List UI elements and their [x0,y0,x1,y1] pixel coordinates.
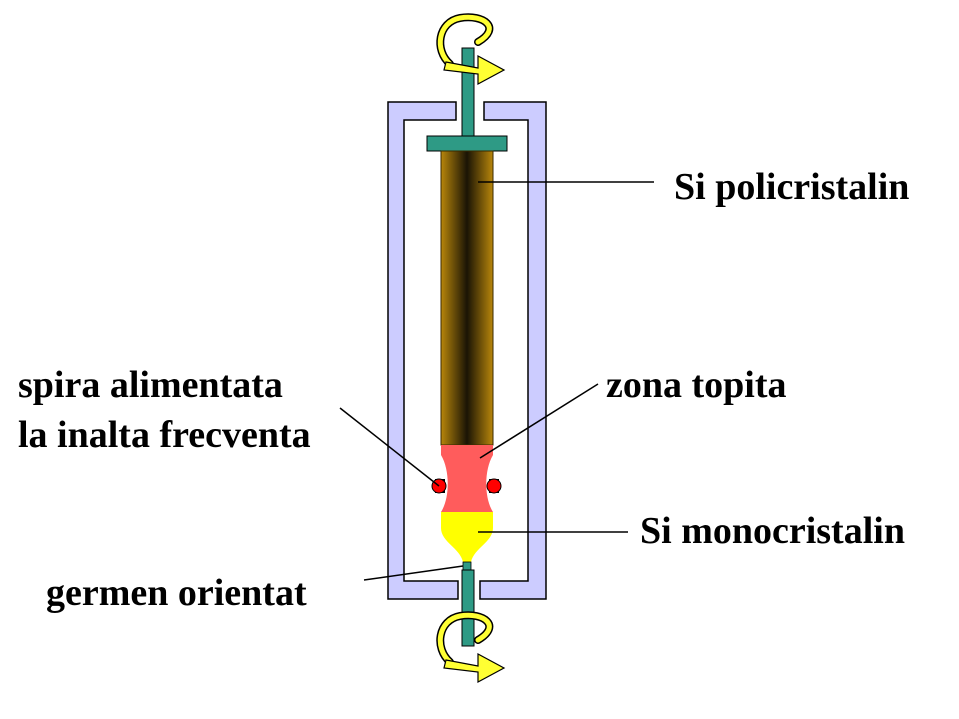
chamber-wall-left [387,101,459,600]
label-coil-line1: spira alimentata [18,364,283,406]
label-coil-line2: la inalta frecventa [18,414,311,456]
rf-coil [431,478,502,494]
chamber-wall-right [479,101,547,600]
label-seed: germen orientat [46,572,307,614]
upper-shaft [461,47,475,139]
rotation-arrow-bottom-icon [436,611,506,684]
leader-coil [339,407,440,487]
seed-crystal [462,561,472,571]
molten-zone [441,445,493,512]
label-monocrystalline: Si monocristalin [640,510,905,552]
lower-shaft [461,569,475,647]
polycrystalline-rod [440,150,494,446]
leader-molten-zone [479,383,599,459]
coil-turn-right [486,478,502,494]
upper-holder [426,135,508,152]
label-molten-zone: zona topita [606,364,787,406]
monocrystalline-region [441,512,493,562]
leader-seed [363,565,464,581]
label-polycrystalline: Si policristalin [674,166,910,208]
rotation-arrow-top-icon [436,13,506,86]
